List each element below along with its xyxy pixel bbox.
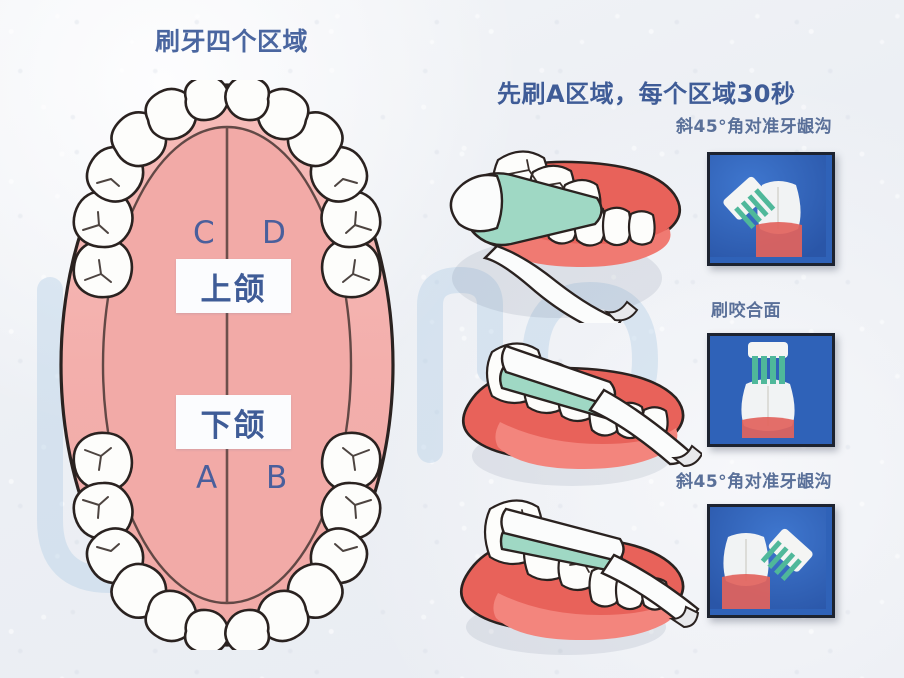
dental-arch-diagram — [59, 80, 395, 650]
step-2-label: 刷咬合面 — [711, 301, 781, 321]
step-3-label: 斜45°角对准牙龈沟 — [676, 472, 833, 492]
inset-panel-step-2 — [707, 333, 835, 447]
lower-jaw-label: 下颌 — [176, 395, 291, 449]
inset-panel-step-3 — [707, 504, 835, 618]
inset-1-graphic — [710, 155, 826, 257]
zone-label-a: A — [196, 460, 218, 496]
page-title-left: 刷牙四个区域 — [155, 27, 309, 56]
toothbrush-icon — [499, 507, 700, 629]
zone-label-d: D — [262, 215, 286, 251]
illustration-brush-occlusal — [462, 342, 702, 486]
toothbrush-icon — [449, 172, 639, 323]
illustration-brush-lower-outer — [460, 499, 700, 655]
zone-label-c: C — [193, 215, 215, 251]
page-title-right: 先刷A区域，每个区域30秒 — [497, 80, 796, 108]
inset-3-graphic — [710, 507, 826, 609]
toothbrush-icon — [499, 344, 702, 468]
upper-jaw-label: 上颌 — [176, 259, 291, 313]
inset-2-graphic — [710, 336, 826, 438]
step-1-label: 斜45°角对准牙龈沟 — [676, 117, 833, 137]
illustration-brush-upper-outer — [449, 150, 682, 323]
teeth-ring — [72, 80, 382, 650]
zone-label-b: B — [266, 460, 288, 496]
inset-panel-step-1 — [707, 152, 835, 266]
